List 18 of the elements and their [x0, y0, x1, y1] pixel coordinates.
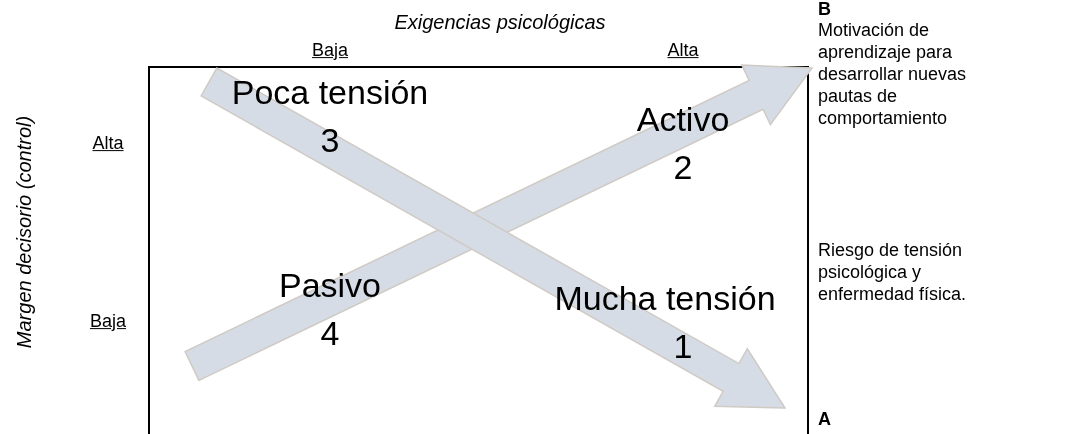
pole-description: Riesgo de tensión psicológica y enfermedad física. [818, 239, 968, 305]
quadrant-label: Mucha tensión [554, 280, 776, 318]
quadrant-number: 4 [320, 315, 340, 353]
axis-level-label: Baja [312, 41, 348, 61]
axis-title: Margen decisorio (control) [13, 115, 35, 349]
axis-level-label: Baja [90, 312, 126, 332]
quadrant-label: Poca tensión [231, 74, 429, 112]
pole-letter: A [818, 410, 831, 430]
quadrant-number: 1 [673, 328, 693, 366]
axis-title: Exigencias psicológicas [394, 11, 606, 33]
quadrant-number: 3 [320, 122, 340, 160]
axis-level-label: Alta [92, 134, 124, 154]
axis-level-label: Alta [667, 41, 699, 61]
pole-description: Motivación de aprendizaje para desarrollar nuevas pautas de comportamiento [818, 19, 968, 129]
quadrant-label: Pasivo [278, 267, 382, 305]
quadrant-number: 2 [673, 149, 693, 187]
pole-letter: B [818, 0, 831, 20]
quadrant-label: Activo [636, 101, 730, 139]
